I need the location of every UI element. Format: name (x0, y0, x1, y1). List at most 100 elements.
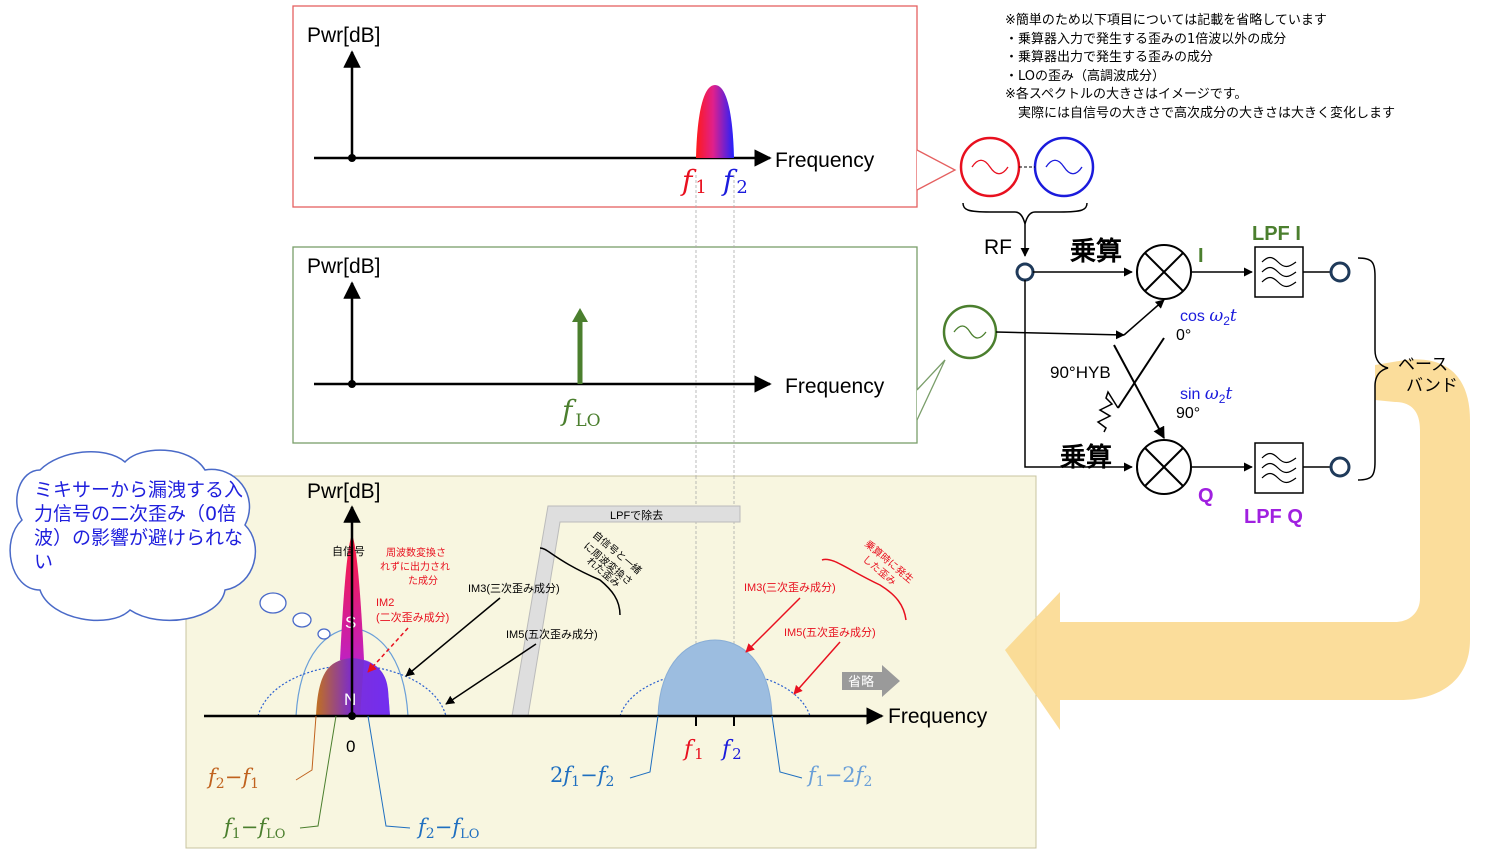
im5-left-pointer (445, 643, 537, 705)
sin-label: sin ω2t (1180, 384, 1232, 406)
rf-callout (916, 149, 957, 191)
lo-ylabel: Pwr[dB] (307, 255, 381, 278)
bubble-dot-2 (292, 612, 312, 628)
im5-right-label: IM5(五次歪み成分) (784, 625, 876, 639)
im2-label-2: (二次歪み成分) (376, 610, 449, 624)
im5-right-pointer (793, 641, 841, 695)
output-ylabel: Pwr[dB] (307, 480, 381, 503)
rf-node-label: RF (984, 236, 1012, 259)
thought-bubble (9, 449, 331, 640)
note-line: ・乗算器入力で発生する歪みの1倍波以外の成分 (1005, 31, 1287, 47)
output-origin-dot (348, 712, 356, 720)
im3-right-pointer (745, 597, 801, 653)
rf-source-f2-wave-icon (1045, 159, 1083, 175)
im5-envelope-right (619, 669, 811, 717)
rf-input-signal-spectrum (696, 85, 734, 158)
output-panel-bg (185, 475, 1037, 849)
hybrid-termination-resistor (1096, 390, 1119, 433)
cos-label: cos ω2t (1180, 306, 1237, 328)
note-line: ・乗算器出力で発生する歪みの成分 (1005, 50, 1214, 66)
lo-xlabel: Frequency (785, 375, 885, 398)
self-signal-label: 自信号 (332, 545, 365, 558)
lo-source-wave-icon (953, 325, 987, 339)
bubble-dot-3 (317, 628, 331, 640)
lpf-q-icon (1261, 452, 1297, 484)
rf-source-f1-wave-icon (971, 159, 1009, 175)
with-self-brace (539, 547, 621, 616)
rf-sources-brace (962, 202, 1088, 225)
bubble-text: ミキサーから漏洩する入力信号の二次歪み（0倍波）の影響が避けられない (34, 479, 244, 573)
im3-distortion-spectrum-right (657, 639, 773, 717)
lo-panel-frame (292, 246, 918, 444)
hybrid-label: 90°HYB (1050, 363, 1111, 382)
im2-label-1: IM2 (376, 597, 394, 609)
omitted-arrow (842, 665, 900, 697)
unconverted-label-2: れずに出力され (380, 560, 450, 573)
baseband-brace (1357, 257, 1389, 481)
baseband-label-2: バンド (1406, 376, 1458, 395)
hybrid-to-mixer-q (1113, 344, 1165, 440)
rf-ylabel: Pwr[dB] (307, 24, 381, 47)
output-xlabel: Frequency (888, 705, 988, 728)
i-channel-label: I (1198, 245, 1204, 267)
mixer-q-cross-b (1144, 447, 1184, 487)
zero-label: 0 (346, 737, 355, 756)
i-output-port (1329, 261, 1351, 283)
2f1-minus-f2-label: 2f1−f2 (550, 763, 614, 790)
f2-minus-flo-label: f2−fLO (416, 815, 479, 842)
mixer-i-label: 乗算 (1070, 236, 1122, 266)
lpf-q-label: LPF Q (1244, 506, 1303, 528)
2f1-minus-f2-leader (629, 715, 659, 779)
hybrid-cross-line (1117, 337, 1165, 409)
f2-minus-f1-leader (295, 715, 317, 781)
im3-left-label: IM3(三次歪み成分) (468, 581, 560, 595)
bubble-dot-1 (259, 592, 287, 614)
S-label: S (345, 613, 356, 632)
rf-panel-frame (292, 5, 918, 208)
rf-to-mixer-q (1024, 280, 1133, 472)
f1-minus-2f2-label: f1−2f2 (806, 763, 872, 790)
rf-input-port (1015, 262, 1035, 282)
lo-to-hybrid (995, 330, 1125, 340)
lo-origin-dot (348, 380, 356, 388)
mult-distortion-brace (821, 558, 907, 621)
note-line: ※各スペクトルの大きさはイメージです。 (1005, 87, 1248, 103)
im3-left-pointer (405, 597, 501, 677)
deg0-label: 0° (1176, 327, 1191, 344)
baseband-label-1: ベース (1398, 355, 1448, 374)
hybrid-to-mixer-i (1123, 299, 1165, 336)
lo-tone-arrowhead (572, 308, 588, 322)
note-line: ※簡単のため以下項目については記載を省略しています (1005, 13, 1327, 28)
im5-left-label: IM5(五次歪み成分) (506, 627, 598, 641)
rf-xlabel: Frequency (775, 149, 875, 172)
note-line: ・LOの歪み（高調波成分） (1005, 68, 1166, 84)
mixer-i-cross-b (1144, 252, 1184, 292)
unconverted-label-3: た成分 (408, 575, 438, 587)
lpf-removed-label: LPFで除去 (610, 508, 663, 522)
f1-minus-flo-leader (299, 715, 337, 829)
unconverted-label-1: 周波数変換さ (386, 546, 446, 559)
rf-origin-dot (348, 154, 356, 162)
mixer-q-label: 乗算 (1060, 442, 1112, 472)
q-channel-label: Q (1198, 485, 1214, 507)
f2-minus-flo-spectrum (360, 660, 390, 716)
N-label: N (344, 690, 356, 709)
deg90-label: 90° (1176, 405, 1200, 422)
bubble-cloud (9, 449, 256, 622)
im3-right-label: IM3(三次歪み成分) (744, 580, 836, 594)
omitted-label: 省略 (848, 674, 874, 689)
lpf-i-icon (1261, 256, 1297, 288)
f2-minus-f1-label: f2−f1 (206, 765, 259, 792)
lo-callout (916, 359, 946, 421)
note-line: 実際には自信号の大きさで高次成分の大きさは大きく変化します (1005, 105, 1396, 121)
f2-minus-flo-leader (367, 715, 411, 829)
f1-minus-2f2-leader (771, 715, 803, 779)
feedback-arrow (1005, 359, 1470, 730)
lpf-i-label: LPF I (1252, 223, 1301, 245)
iq-mixer-circuit: RF 乗算 乗算 90°HYB cos ω2t 0° sin ω2t 90° I… (942, 136, 1458, 528)
f1-minus-flo-label: f1−fLO (222, 815, 285, 842)
